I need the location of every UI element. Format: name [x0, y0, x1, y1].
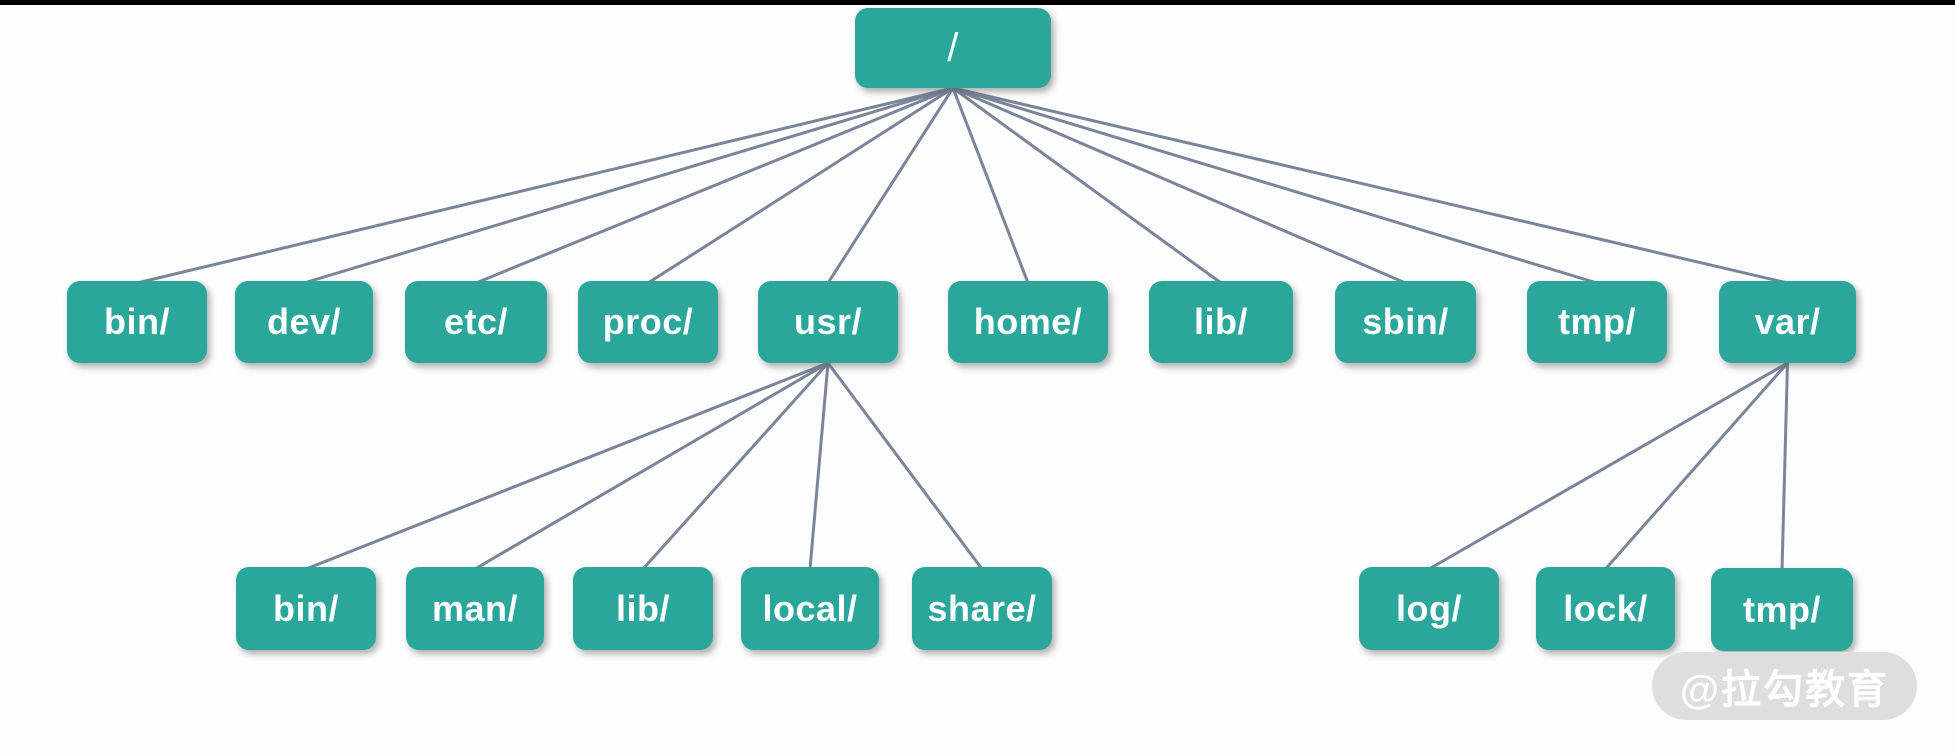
edge-root-dev: [303, 86, 954, 285]
edge-root-usr: [826, 87, 955, 284]
tree-node-lib: lib/: [1149, 281, 1293, 363]
edge-usr-usr-share: [826, 362, 984, 570]
tree-node-usr-man: man/: [406, 567, 544, 650]
edge-root-bin: [136, 86, 954, 285]
tree-node-home: home/: [948, 281, 1108, 363]
edge-usr-usr-bin: [305, 361, 829, 571]
tree-node-usr-local: local/: [741, 567, 879, 650]
edge-root-tmp: [952, 86, 1598, 285]
tree-node-root: /: [855, 8, 1051, 88]
watermark-badge: @拉勾教育: [1652, 652, 1917, 720]
tree-node-usr-lib: lib/: [573, 567, 713, 650]
tree-node-etc: etc/: [405, 281, 547, 363]
edge-root-lib: [952, 86, 1222, 285]
edge-var-var-lock: [1604, 362, 1789, 570]
edge-var-var-tmp: [1780, 362, 1789, 571]
tree-node-bin: bin/: [67, 281, 207, 363]
edge-var-var-log: [1428, 361, 1789, 571]
tree-node-usr-bin: bin/: [236, 567, 376, 650]
tree-node-usr-share: share/: [912, 567, 1052, 650]
edge-usr-usr-man: [474, 361, 829, 571]
top-black-bar: [0, 0, 1955, 5]
edge-root-proc: [647, 86, 954, 285]
edge-usr-usr-lib: [641, 361, 830, 571]
tree-node-var-tmp: tmp/: [1711, 568, 1853, 651]
edge-usr-usr-local: [808, 362, 830, 570]
tree-node-var: var/: [1719, 281, 1856, 363]
edge-root-sbin: [952, 86, 1407, 285]
edge-root-home: [951, 87, 1030, 284]
edge-root-var: [952, 86, 1788, 285]
tree-node-tmp: tmp/: [1527, 281, 1667, 363]
tree-node-proc: proc/: [578, 281, 718, 363]
tree-node-var-lock: lock/: [1536, 567, 1675, 650]
tree-node-sbin: sbin/: [1335, 281, 1476, 363]
tree-node-dev: dev/: [235, 281, 373, 363]
tree-node-var-log: log/: [1359, 567, 1499, 650]
edge-root-etc: [475, 86, 954, 285]
tree-node-usr: usr/: [758, 281, 898, 363]
